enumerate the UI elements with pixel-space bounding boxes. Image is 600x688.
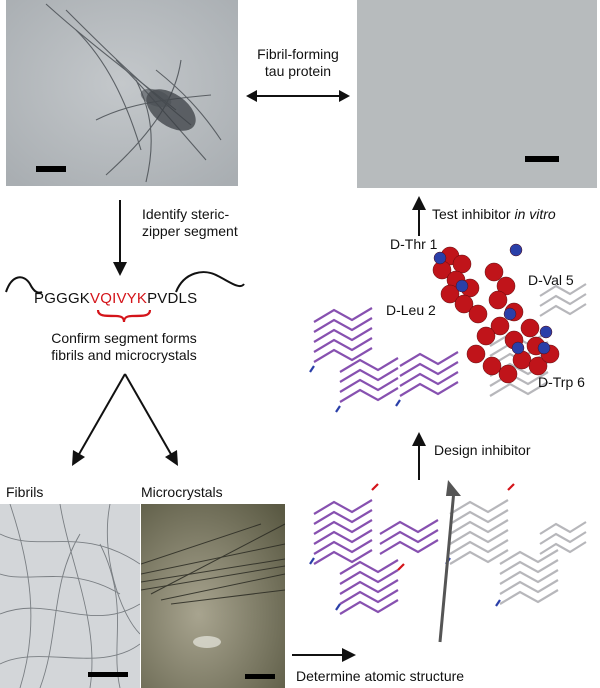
micrograph-tau-fibrils: [6, 0, 238, 186]
confirm-label: Confirm segment forms fibrils and microc…: [51, 330, 197, 363]
arrow-up-design: [412, 432, 426, 480]
sequence: PGGGKVQIVYKPVDLS: [34, 290, 197, 307]
sequence-segment: VQIVYK: [90, 290, 148, 307]
protein-chain: [5, 271, 245, 294]
fibrils-label: Fibrils: [6, 484, 44, 500]
micrograph-segment-fibrils: [0, 504, 140, 688]
arrow-right-determine: [292, 648, 356, 662]
residue-trp: D-Trp 6: [538, 374, 585, 390]
identify-label: Identify steric- zipper segment: [142, 206, 238, 239]
branch-arrows: [72, 373, 178, 466]
arrow-up-test: [412, 196, 426, 236]
design-label: Design inhibitor: [434, 442, 531, 458]
residue-thr: D-Thr 1: [390, 236, 438, 252]
micrograph-microcrystals: [141, 504, 285, 688]
residue-val: D-Val 5: [528, 272, 574, 288]
sequence-prefix: PGGGK: [34, 290, 91, 307]
double-arrow: [246, 90, 350, 102]
segment-brace: [96, 309, 152, 323]
arrow-down-identify: [113, 200, 127, 276]
inhibitor-spheres: [432, 243, 560, 384]
residue-leu: D-Leu 2: [386, 302, 436, 318]
sequence-suffix: PVDLS: [147, 290, 198, 307]
inhibitor-complex: [309, 243, 587, 413]
microcrystals-label: Microcrystals: [141, 484, 223, 500]
micrograph-inhibited: [357, 0, 597, 188]
atomic-structure: [309, 480, 587, 643]
determine-label: Determine atomic structure: [296, 668, 465, 684]
test-label: Test inhibitor in vitro: [432, 206, 556, 222]
fibril-forming-label: Fibril-forming tau protein: [257, 46, 339, 79]
